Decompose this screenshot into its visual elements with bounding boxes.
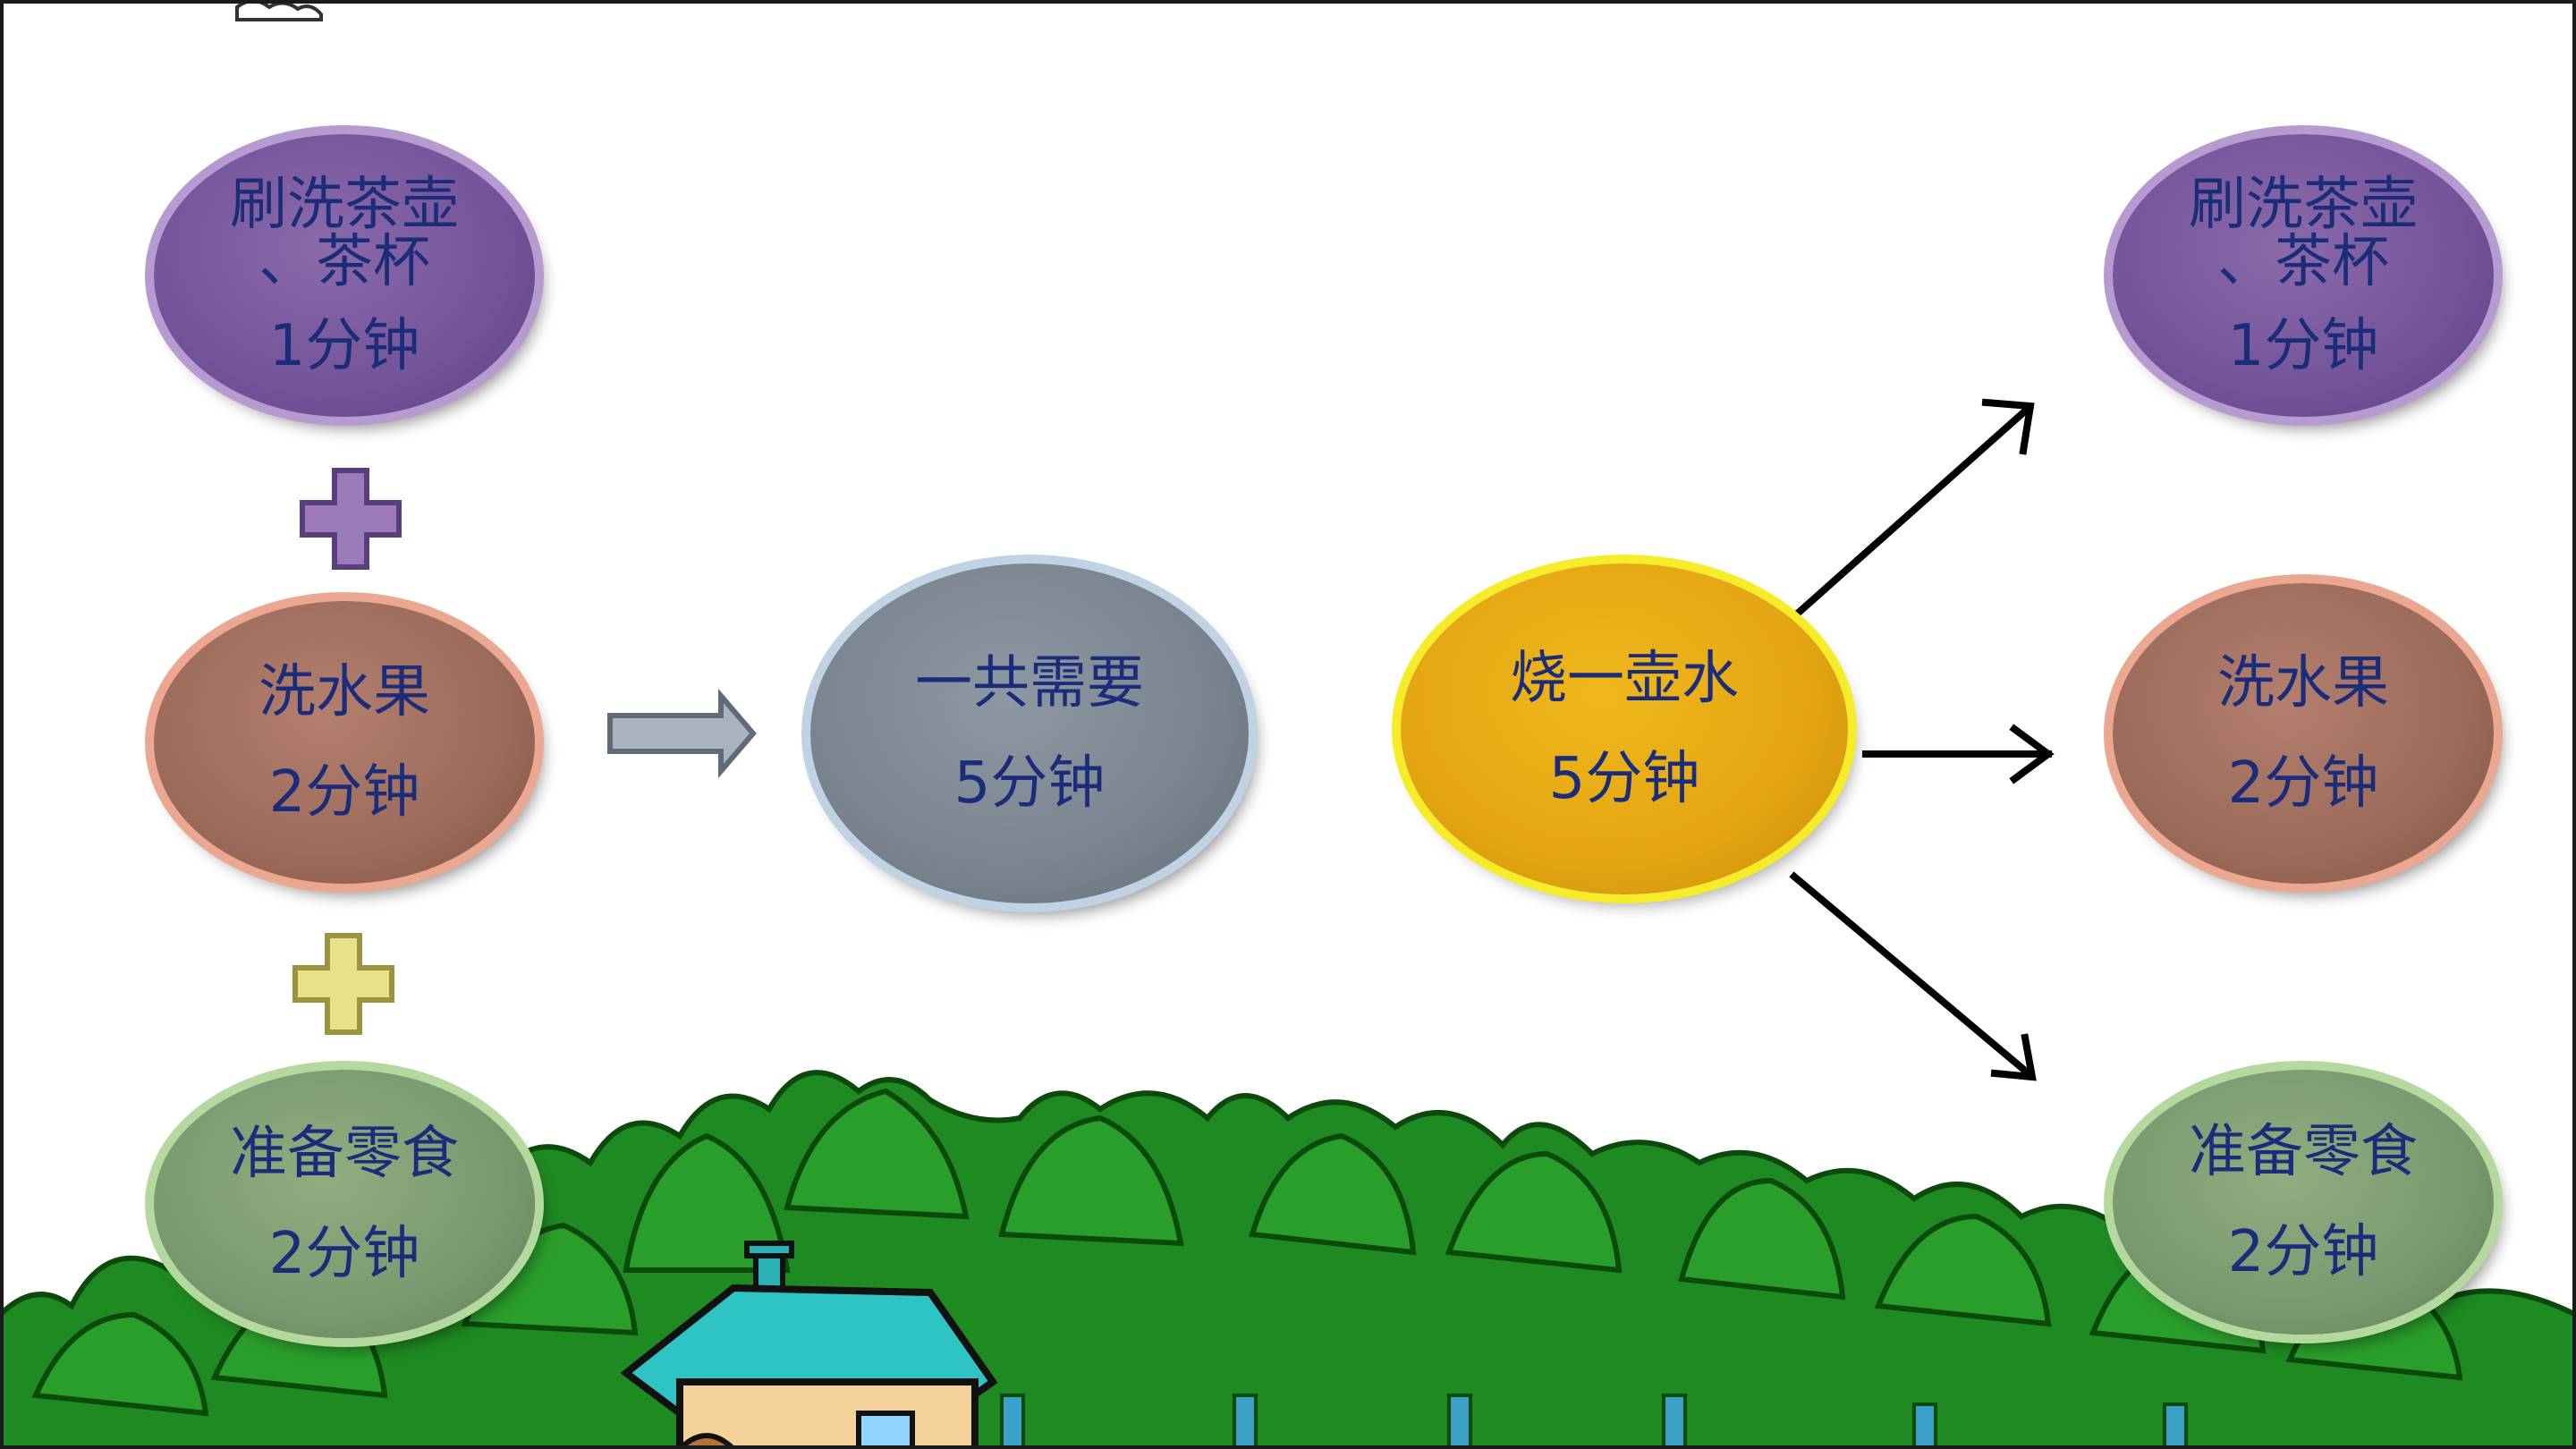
node-left-prepare-snacks: 准备零食 2分钟 — [154, 1070, 535, 1338]
node-label: 刷洗茶壶 — [230, 172, 459, 238]
node-label-line2: 、茶杯 — [258, 229, 430, 295]
branch-arrows — [1788, 398, 2055, 1081]
node-label: 一共需要 — [915, 650, 1144, 716]
node-time: 2分钟 — [2227, 1219, 2379, 1285]
node-total: 一共需要 5分钟 — [810, 564, 1249, 903]
node-time: 2分钟 — [2227, 750, 2379, 817]
house-illustration — [620, 1241, 998, 1449]
node-label: 准备零食 — [230, 1121, 459, 1187]
node-time: 2分钟 — [268, 1221, 420, 1287]
node-label: 刷洗茶壶 — [2189, 172, 2418, 238]
node-label: 洗水果 — [2217, 650, 2389, 716]
tree-trunks — [1000, 1394, 2188, 1449]
node-left-wash-fruit: 洗水果 2分钟 — [154, 601, 535, 884]
node-time: 1分钟 — [268, 313, 420, 379]
node-time: 2分钟 — [268, 759, 420, 826]
plus-icon-purple — [300, 468, 402, 570]
node-label: 准备零食 — [2189, 1119, 2418, 1185]
node-left-wash-teapot: 刷洗茶壶 、茶杯 1分钟 — [154, 134, 535, 417]
arrow-right-icon — [607, 688, 757, 779]
node-right-prepare-snacks: 准备零食 2分钟 — [2113, 1070, 2494, 1335]
node-right-wash-teapot: 刷洗茶壶 、茶杯 1分钟 — [2113, 134, 2494, 417]
node-label-line2: 、茶杯 — [2217, 229, 2389, 295]
plus-icon-yellow — [292, 933, 394, 1035]
node-label: 洗水果 — [258, 659, 430, 725]
tree-tops — [31, 1088, 2463, 1417]
node-time: 1分钟 — [2227, 313, 2379, 379]
node-time: 5分钟 — [953, 750, 1106, 817]
node-right-wash-fruit: 洗水果 2分钟 — [2113, 583, 2494, 884]
node-time: 5分钟 — [1548, 746, 1700, 812]
node-boil-water: 烧一壶水 5分钟 — [1401, 564, 1848, 894]
node-label: 烧一壶水 — [1510, 646, 1739, 712]
